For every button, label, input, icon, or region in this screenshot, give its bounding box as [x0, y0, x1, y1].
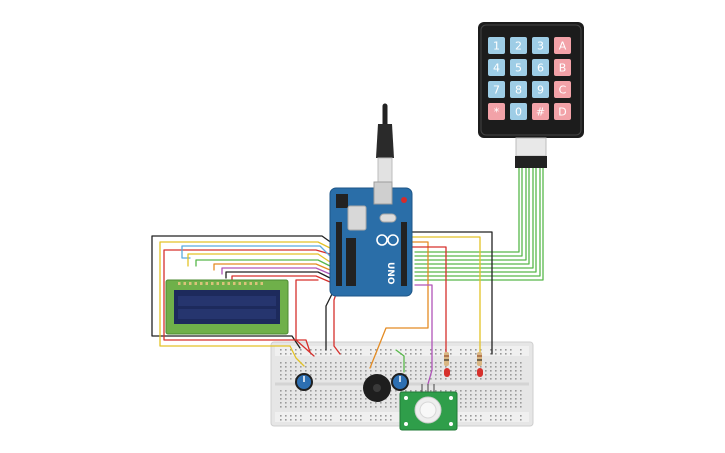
keypad-key-label: A [559, 40, 567, 53]
wire-keypad-7 [414, 167, 541, 277]
keypad-key[interactable]: C [554, 81, 571, 98]
keypad-key[interactable]: 1 [488, 37, 505, 54]
keypad-key[interactable]: 6 [532, 59, 549, 76]
keypad-key-label: # [536, 106, 545, 119]
keypad-key[interactable]: A [554, 37, 571, 54]
wire-keypad-3 [414, 167, 527, 261]
keypad-key[interactable]: 2 [510, 37, 527, 54]
wire-green-pir [395, 349, 405, 373]
wire-blue-lcd [181, 245, 333, 259]
wire-black-right [411, 231, 493, 355]
wire-keypad-8 [414, 167, 544, 281]
keypad-key-label: 1 [493, 40, 500, 53]
keypad: 1 2 3 A 4 5 6 B 7 8 9 C * 0 # D [478, 22, 584, 168]
wire-black-lcd [225, 271, 331, 279]
pir-sensor [399, 384, 458, 431]
keypad-key[interactable]: 0 [510, 103, 527, 120]
keypad-key-label: 2 [515, 40, 522, 53]
keypad-key-label: 9 [537, 84, 544, 97]
wire-keypad-4 [414, 167, 530, 265]
wire-keypad-2 [414, 167, 523, 257]
wire-orange-lcd [213, 263, 331, 271]
wire-green-lcd [195, 259, 331, 267]
led-red-2 [477, 368, 483, 377]
resistor-2 [477, 352, 482, 366]
keypad-key[interactable]: 8 [510, 81, 527, 98]
wire-keypad-5 [414, 167, 534, 269]
keypad-key[interactable]: 4 [488, 59, 505, 76]
wire-red-pot [295, 279, 319, 357]
keypad-key-label: 7 [493, 84, 500, 97]
usb-cable [376, 103, 394, 183]
keypad-key-label: D [558, 106, 566, 119]
keypad-key[interactable]: # [532, 103, 549, 120]
wire-orange-buzzer [369, 241, 429, 369]
keypad-key[interactable]: 3 [532, 37, 549, 54]
potentiometer-2 [391, 373, 409, 391]
wire-keypad-1 [414, 167, 520, 253]
keypad-key-label: 5 [515, 62, 522, 75]
keypad-key[interactable]: 5 [510, 59, 527, 76]
piezo-buzzer [363, 374, 391, 402]
keypad-key-label: * [494, 106, 500, 119]
keypad-key-label: 3 [537, 40, 544, 53]
wire-purple-lcd [221, 267, 331, 275]
wire-red-lcd-loop [163, 249, 331, 353]
breadboard-holes [280, 349, 522, 421]
keypad-keys: 1 2 3 A 4 5 6 B 7 8 9 C * 0 # D [488, 37, 571, 120]
keypad-key-label: B [559, 62, 567, 75]
keypad-key-label: 6 [537, 62, 544, 75]
board-label: UNO [385, 262, 395, 285]
wire-yellow-lcd [187, 253, 331, 267]
keypad-key[interactable]: * [488, 103, 505, 120]
keypad-key[interactable]: 7 [488, 81, 505, 98]
arduino-board: UNO [329, 181, 413, 297]
lcd-pins [178, 282, 263, 285]
potentiometer-1 [295, 373, 313, 391]
wire-yellow-right [411, 236, 481, 355]
wire-yellow-lcd-loop [159, 241, 335, 367]
led-red-1 [444, 368, 450, 377]
wire-red-right [411, 246, 447, 355]
keypad-key[interactable]: B [554, 59, 571, 76]
wire-red-lcd [231, 275, 331, 283]
wire-purple-pir [414, 284, 433, 385]
keypad-key-label: 0 [515, 106, 522, 119]
keypad-key-label: 8 [515, 84, 522, 97]
lcd-display [165, 279, 289, 335]
wire-keypad-6 [414, 167, 537, 273]
wire-black-lcd-loop [151, 235, 337, 349]
keypad-key[interactable]: 9 [532, 81, 549, 98]
keypad-key-label: 4 [493, 62, 500, 75]
arduino-infinity-logo [376, 234, 399, 246]
wire-black-arduino-bb [325, 289, 335, 351]
keypad-key[interactable]: D [554, 103, 571, 120]
resistor-1 [444, 352, 449, 366]
keypad-key-label: C [559, 84, 567, 97]
